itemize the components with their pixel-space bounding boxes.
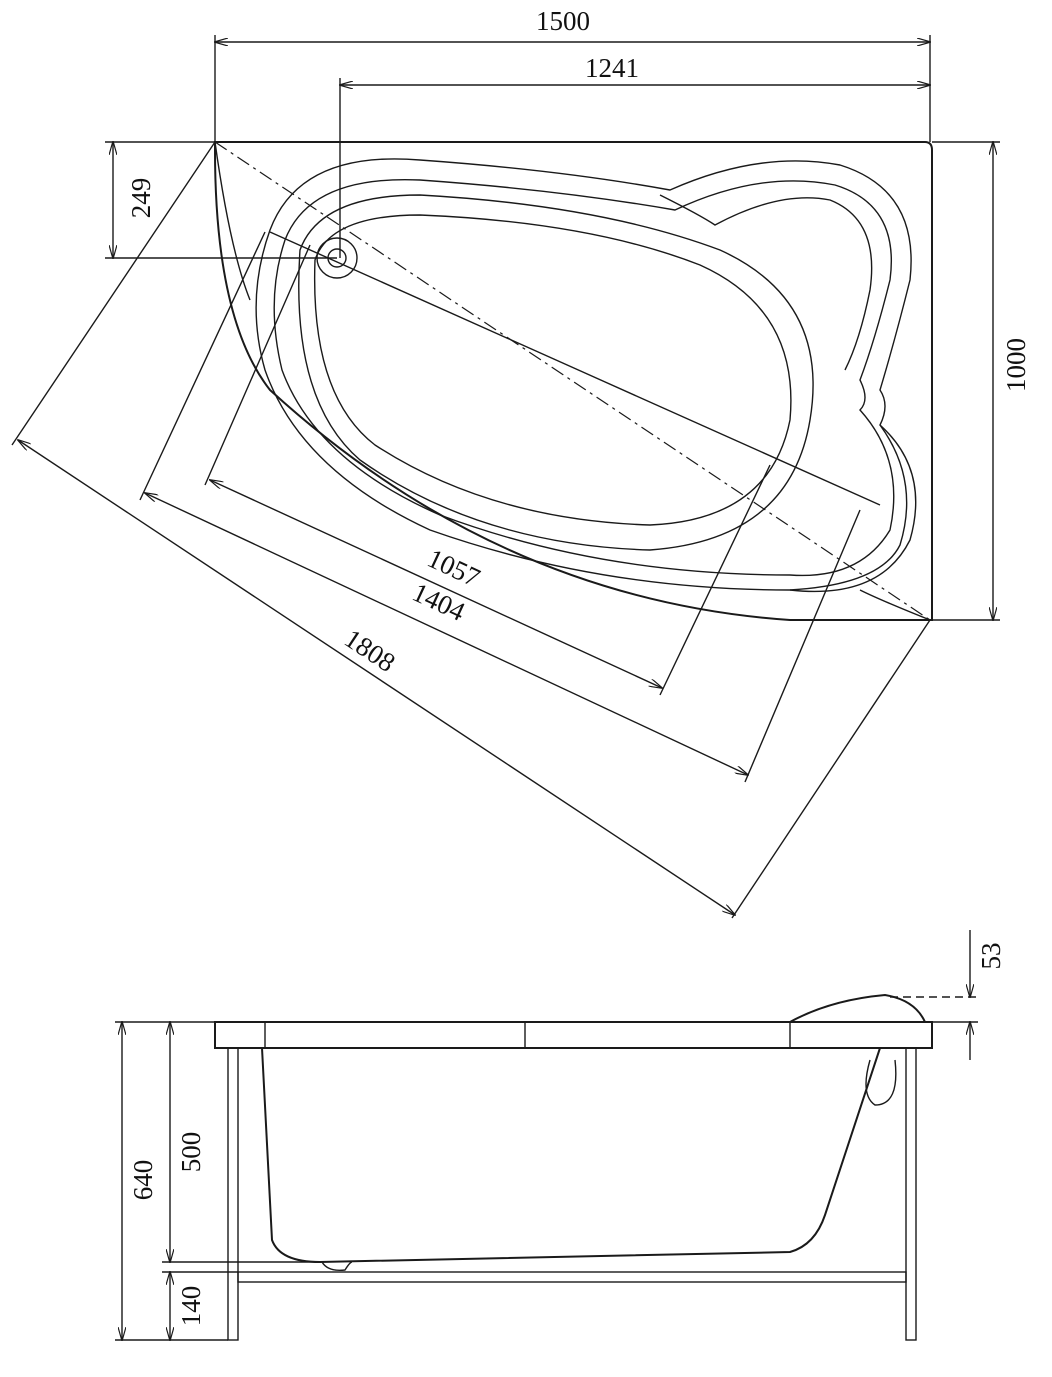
dim-leg-clearance: 140 <box>176 1286 206 1327</box>
diagonal-centerline <box>214 141 931 621</box>
dim-headrest-height: 53 <box>976 943 1006 970</box>
tub-inner-bowl <box>298 194 814 551</box>
dim-overall-width: 1000 <box>1001 338 1031 392</box>
tub-body-side <box>261 1047 881 1264</box>
leg-right <box>905 1047 917 1341</box>
side-view: 640 500 140 53 <box>115 930 1006 1340</box>
dim-drain-offset-depth: 249 <box>126 178 156 219</box>
headrest-side <box>789 993 926 1023</box>
dim-total-height: 640 <box>128 1160 158 1201</box>
leg-left <box>227 1047 239 1341</box>
dim-drain-offset-length: 1241 <box>585 53 639 83</box>
tub-rim-side <box>214 1021 933 1049</box>
headrest <box>659 194 873 371</box>
frame-crossbar <box>237 1271 907 1283</box>
dim-tub-depth: 500 <box>176 1132 206 1173</box>
dim-overall-length: 1500 <box>536 6 590 36</box>
dim-diagonal-length: 1808 <box>339 623 401 678</box>
top-view: 1500 1241 249 1000 1808 1404 1057 <box>11 6 1031 919</box>
